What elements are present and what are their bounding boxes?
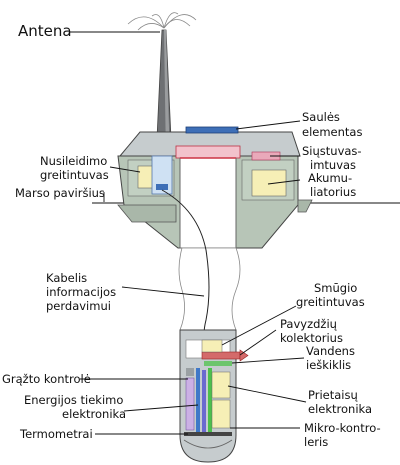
label-battery-1: Akumu- (308, 171, 353, 185)
penetrator-housing (179, 157, 237, 249)
label-thermometers: Termometrai (20, 427, 93, 441)
antenna-whiskers (127, 12, 197, 31)
label-impact-accel-2: greitintuvas (296, 295, 365, 309)
label-mars-surface: Marso paviršius (15, 186, 105, 200)
power-electronics (211, 371, 231, 399)
label-drill-control: Grąžto kontrolė (2, 372, 91, 386)
solar-panel (185, 126, 239, 134)
thermometers (184, 432, 232, 436)
label-descent-accel-2: greitintuvas (40, 168, 109, 182)
label-solar-panel-1: Saulės (302, 110, 340, 124)
label-water-detector-1: Vandens (306, 344, 355, 358)
label-power-electronics-2: elektronika (62, 407, 127, 421)
drill-control (185, 377, 195, 431)
label-solar-panel-2: elementas (302, 125, 363, 139)
label-impact-accel-1: Smūgio (314, 281, 358, 295)
label-transceiver-1: Siųstuvas- (302, 144, 362, 158)
sample-collector (201, 351, 241, 360)
label-cable-2: informacijos (46, 285, 117, 299)
cable-tunnel (178, 247, 241, 331)
impact-accelerometer (201, 339, 223, 353)
label-sample-collector-1: Pavyzdžių (280, 317, 337, 331)
label-descent-accel-1: Nusileidimo (40, 154, 108, 168)
label-power-electronics-1: Energijos tiekimo (24, 393, 124, 407)
label-transceiver-2: imtuvas (310, 158, 357, 172)
leader-lines (70, 31, 307, 435)
instrument-electronics (211, 399, 231, 429)
label-water-detector-2: ieškiklis (306, 358, 352, 372)
label-cable-1: Kabelis (46, 271, 88, 285)
battery-block (251, 169, 287, 197)
label-microcontroller-2: leris (304, 435, 329, 449)
label-instrument-electronics-1: Prietaisų (308, 388, 358, 402)
label-battery-2: liatorius (310, 185, 357, 199)
label-microcontroller-1: Mikro-kontro- (304, 421, 381, 435)
water-detector (204, 361, 232, 366)
label-instrument-electronics-2: elektronika (308, 402, 373, 416)
label-cable-3: perdavimui (46, 299, 111, 313)
label-antenna: Antena (18, 22, 72, 40)
label-sample-collector-2: kolektorius (280, 331, 343, 345)
